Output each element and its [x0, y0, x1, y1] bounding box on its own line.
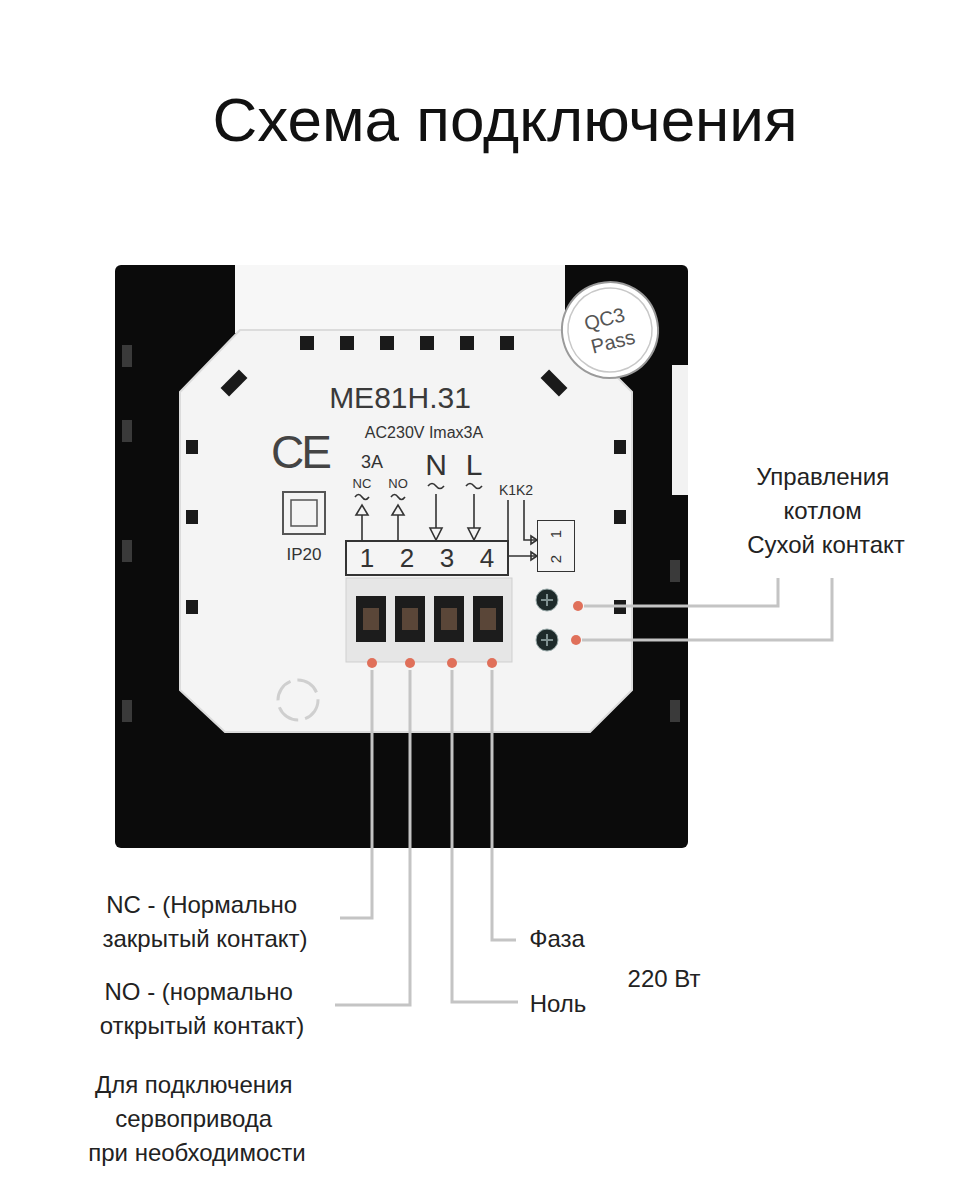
text-line: при необходимости	[88, 1136, 306, 1170]
terminal-number: 3	[440, 543, 454, 574]
label-text: Управления котлом Сухой контакт	[747, 460, 905, 562]
text-line: Для подключения	[88, 1068, 306, 1102]
label-text-wrap: 220 Вт	[628, 964, 701, 993]
back-plate	[115, 265, 688, 848]
terminal-number: 2	[547, 554, 565, 562]
terminal-screws	[356, 596, 503, 642]
label-text: AC230V Imax3A	[365, 423, 483, 442]
label-text-wrap: N	[425, 447, 447, 483]
label-text-wrap: 3A	[361, 451, 383, 473]
label-text: NO	[388, 476, 408, 492]
label-text: 220 Вт	[628, 964, 701, 993]
module-vents	[186, 336, 626, 614]
plate-edge	[672, 365, 688, 495]
label-text-wrap: NO - (нормально открытый контакт)	[100, 975, 304, 1043]
diagram-title-wrap: Схема подключения	[212, 83, 797, 157]
label-text-wrap: AC230V Imax3A	[365, 423, 483, 442]
text-line: котлом	[747, 494, 905, 528]
text-line: закрытый контакт)	[103, 922, 308, 956]
label-text-wrap: CE	[271, 425, 329, 480]
mounting-hole	[278, 680, 318, 720]
label-text: NC - (Нормально закрытый контакт)	[103, 888, 308, 956]
label-text-wrap: Фаза	[529, 924, 585, 953]
text-line: сервопривода	[88, 1102, 306, 1136]
label-text: IP20	[287, 545, 322, 565]
diagram-title: Схема подключения	[212, 83, 797, 157]
screw-cross	[541, 594, 553, 646]
text-line: Управления	[747, 460, 905, 494]
terminal-number: 2	[400, 543, 414, 574]
label-text-wrap: ME81H.31	[329, 380, 471, 416]
label-text: Фаза	[529, 924, 585, 953]
leader-lines	[335, 578, 832, 1005]
label-text: Для подключения сервопривода при необход…	[88, 1068, 306, 1170]
contact-box: 12	[537, 520, 575, 572]
terminal-strip: 1234	[345, 540, 509, 576]
label-text: K1K2	[499, 482, 533, 499]
label-text-wrap: Управления котлом Сухой контакт	[747, 460, 905, 562]
label-text-wrap: L	[466, 447, 483, 483]
top-tab	[235, 265, 565, 333]
terminal-block	[346, 578, 512, 662]
connection-dots	[367, 601, 583, 668]
terminal-number: 1	[360, 543, 374, 574]
ip-symbol-inner	[291, 500, 317, 526]
label-text-wrap: K1K2	[499, 482, 533, 499]
label-text: 3A	[361, 451, 383, 473]
qc-sticker: QC3 Pass	[549, 269, 670, 390]
label-text-wrap: NO	[388, 476, 408, 492]
label-text: CE	[271, 425, 329, 480]
label-text-wrap: Для подключения сервопривода при необход…	[88, 1068, 306, 1170]
label-text: N	[425, 447, 447, 483]
text-line: NC - (Нормально	[103, 888, 308, 922]
label-text: NO - (нормально открытый контакт)	[100, 975, 304, 1043]
terminal-number: 1	[547, 529, 565, 537]
label-text: L	[466, 447, 483, 483]
label-text: Ноль	[530, 989, 587, 1018]
ip-symbol	[283, 492, 325, 534]
text-line: NO - (нормально	[100, 975, 304, 1009]
label-text-wrap: NC	[353, 476, 372, 492]
label-text: ME81H.31	[329, 380, 471, 416]
module-body	[180, 330, 632, 732]
label-text-wrap: IP20	[287, 545, 322, 565]
text-line: Сухой контакт	[747, 528, 905, 562]
label-text: NC	[353, 476, 372, 492]
text-line: открытый контакт)	[100, 1009, 304, 1043]
label-text-wrap: Ноль	[530, 989, 587, 1018]
terminal-number: 4	[480, 543, 494, 574]
label-text-wrap: NC - (Нормально закрытый контакт)	[103, 888, 308, 956]
